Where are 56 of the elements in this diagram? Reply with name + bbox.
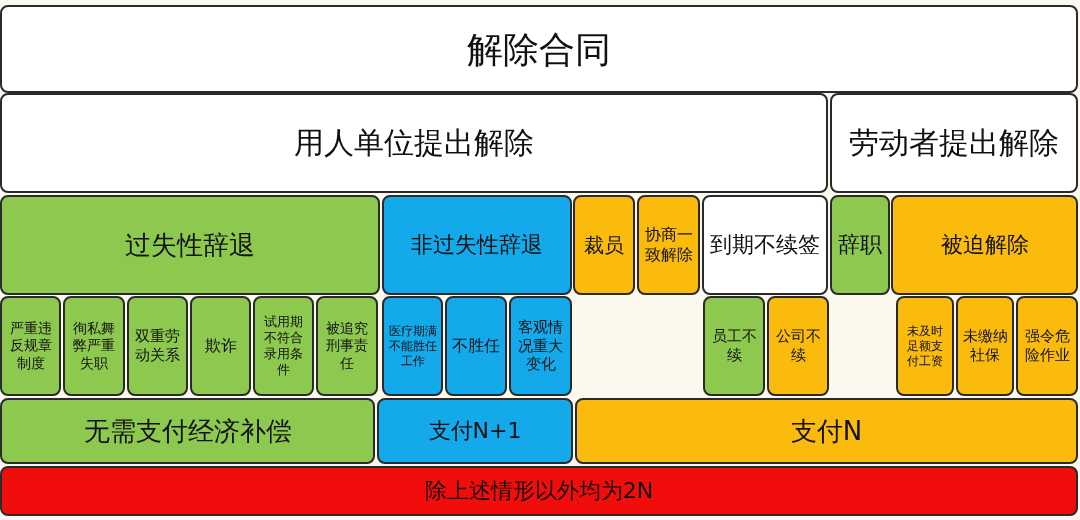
category-box bbox=[702, 195, 828, 295]
box-label: 被追究刑事责任 bbox=[325, 319, 369, 373]
box-label: 双重劳动关系 bbox=[134, 327, 181, 365]
box-label: 用人单位提出解除 bbox=[294, 124, 534, 162]
category-box bbox=[509, 296, 572, 396]
box-label: 公司不续 bbox=[774, 327, 822, 365]
category-box bbox=[891, 195, 1078, 295]
box-label: 不胜任 bbox=[452, 336, 500, 356]
box-label: 裁员 bbox=[584, 232, 624, 258]
box-label: 被迫解除 bbox=[940, 231, 1029, 259]
box-label: 辞职 bbox=[838, 231, 882, 259]
category-box bbox=[573, 195, 635, 295]
category-box bbox=[830, 93, 1078, 193]
box-label: 非过失性辞退 bbox=[411, 231, 543, 259]
box-label: 严重违反规章制度 bbox=[8, 319, 53, 373]
box-label: 到期不续签 bbox=[710, 231, 820, 259]
box-label: 医疗期满不能胜任工作 bbox=[388, 323, 437, 369]
category-box bbox=[575, 398, 1078, 464]
category-box bbox=[316, 296, 378, 396]
box-label: 欺诈 bbox=[204, 336, 237, 356]
category-box bbox=[127, 296, 188, 396]
category-box bbox=[0, 398, 375, 464]
category-box bbox=[830, 195, 890, 295]
box-label: 除上述情形以外均为2N bbox=[424, 477, 654, 505]
category-box bbox=[767, 296, 829, 396]
box-label: 强令危险作业 bbox=[1023, 327, 1071, 365]
category-box bbox=[63, 296, 125, 396]
category-box bbox=[0, 93, 828, 193]
box-label: 未缴纳社保 bbox=[962, 327, 1008, 365]
box-label: 过失性辞退 bbox=[125, 228, 255, 262]
category-box bbox=[0, 296, 61, 396]
box-label: 支付N bbox=[790, 414, 863, 448]
category-box bbox=[0, 195, 380, 295]
category-box bbox=[377, 398, 573, 464]
header-box bbox=[0, 5, 1078, 93]
category-box bbox=[382, 195, 572, 295]
box-label: 解除合同 bbox=[467, 27, 611, 72]
box-label: 试用期不符合录用条件 bbox=[263, 313, 304, 379]
category-box bbox=[637, 195, 700, 295]
category-box bbox=[190, 296, 251, 396]
category-box bbox=[382, 296, 443, 396]
category-box bbox=[703, 296, 765, 396]
box-label: 员工不续 bbox=[710, 327, 758, 365]
category-box bbox=[253, 296, 314, 396]
box-label: 未及时足额支付工资 bbox=[906, 323, 944, 369]
category-box bbox=[956, 296, 1014, 396]
box-label: 支付N+1 bbox=[428, 417, 522, 445]
category-box bbox=[896, 296, 954, 396]
category-box bbox=[0, 466, 1078, 516]
box-label: 劳动者提出解除 bbox=[849, 124, 1059, 162]
box-label: 无需支付经济补偿 bbox=[83, 414, 292, 448]
category-box bbox=[445, 296, 507, 396]
box-label: 协商一致解除 bbox=[643, 225, 694, 265]
box-label: 客观情况重大变化 bbox=[517, 317, 564, 375]
box-label: 徇私舞弊严重失职 bbox=[72, 319, 116, 373]
category-box bbox=[1016, 296, 1078, 396]
